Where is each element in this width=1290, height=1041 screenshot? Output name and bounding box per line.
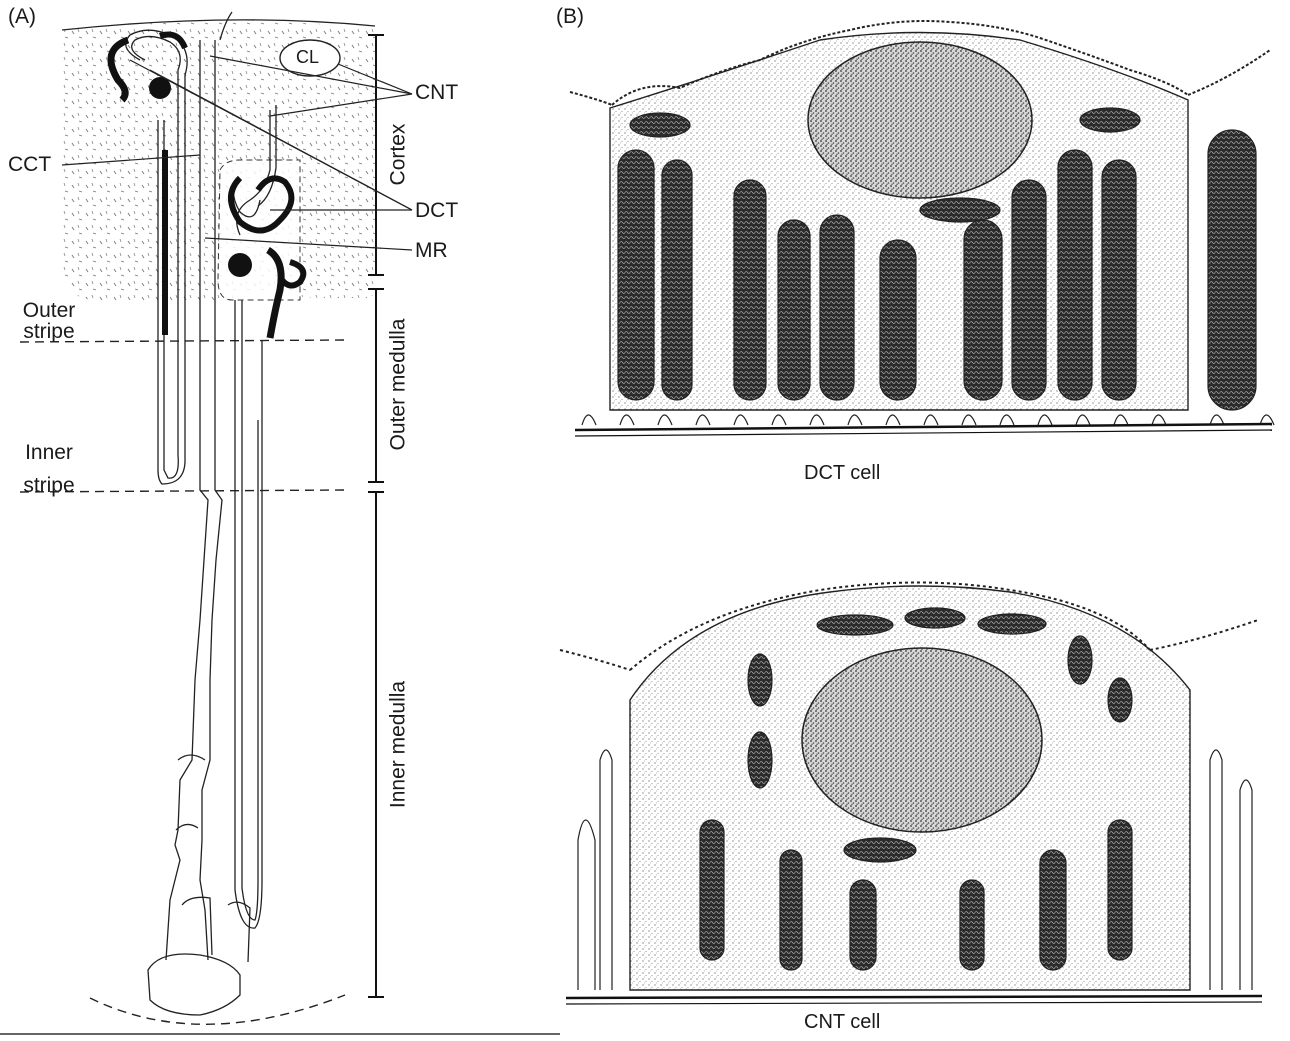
cnt-cell-caption: CNT cell bbox=[804, 1012, 880, 1032]
panel-a-label: (A) bbox=[8, 6, 36, 27]
glomerulus-juxtamedullary bbox=[228, 253, 252, 277]
dct-label: DCT bbox=[415, 200, 458, 221]
dct-nucleus bbox=[808, 42, 1032, 198]
dct-cell-caption: DCT cell bbox=[804, 463, 880, 483]
dct-basal-feet bbox=[582, 415, 1274, 425]
cl-label: CL bbox=[296, 48, 319, 66]
cortex-label: Cortex bbox=[388, 115, 409, 195]
cnt-label: CNT bbox=[415, 82, 458, 103]
mr-label: MR bbox=[415, 240, 448, 261]
dct-basement-membrane bbox=[575, 424, 1272, 430]
panel-b-label: (B) bbox=[556, 6, 584, 27]
outer-stripe-label: Outer stripe bbox=[14, 300, 84, 342]
outer-medulla-label: Outer medulla bbox=[388, 317, 409, 453]
panel-a-diagram bbox=[0, 12, 560, 1034]
inner-medulla-label: Inner medulla bbox=[388, 681, 409, 809]
dct-cell-drawing bbox=[570, 21, 1274, 436]
cct-label: CCT bbox=[8, 154, 51, 175]
inner-stripe-label: Inner stripe bbox=[14, 437, 84, 502]
cnt-cell-drawing bbox=[560, 583, 1262, 1005]
cnt-nucleus bbox=[802, 648, 1042, 832]
cnt-basement-membrane bbox=[566, 996, 1262, 998]
